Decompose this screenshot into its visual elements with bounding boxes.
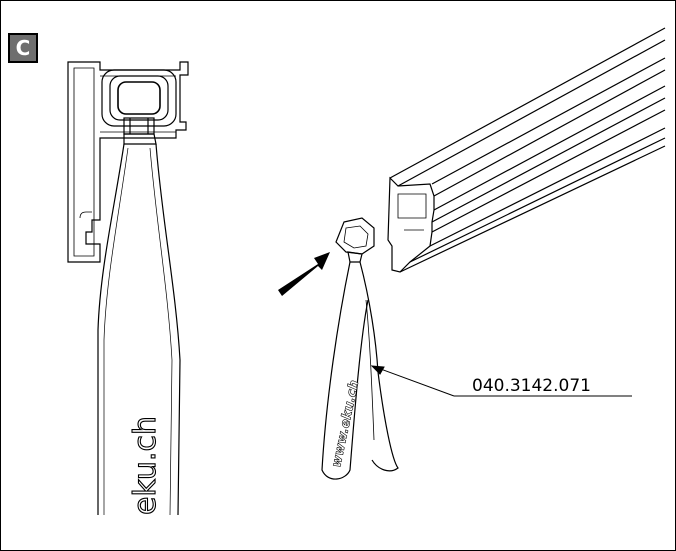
brand-text-large: eku.ch [128, 416, 163, 515]
insertion-arrow-icon [278, 252, 330, 296]
handle-small [321, 217, 399, 480]
profile-rail-perspective [387, 27, 666, 273]
part-number-label: 040.3142.071 [472, 376, 591, 396]
profile-cross-section [67, 61, 189, 263]
handle-large [97, 133, 181, 516]
callout-leader [370, 365, 632, 397]
roller-head-section [101, 69, 177, 135]
brand-text-small: www.eku.ch [329, 379, 362, 469]
panel-label-badge: C [8, 33, 38, 63]
